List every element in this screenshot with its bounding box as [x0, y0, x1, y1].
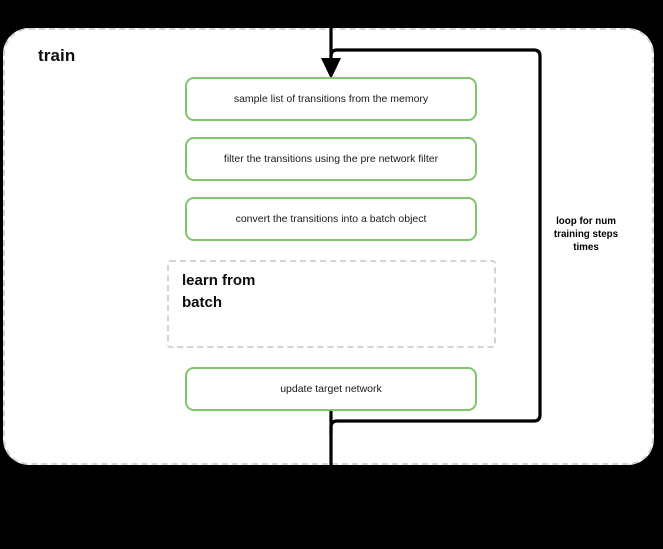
- step-label: sample list of transitions from the memo…: [233, 92, 429, 105]
- step-convert-to-batch[interactable]: convert the transitions into a batch obj…: [185, 197, 477, 241]
- step-sample-transitions[interactable]: sample list of transitions from the memo…: [185, 77, 477, 121]
- learn-from-batch-label: learn from batch: [182, 270, 302, 314]
- step-label: convert the transitions into a batch obj…: [235, 212, 427, 225]
- page-title: train: [38, 46, 76, 65]
- learn-from-batch-line1: learn from: [182, 272, 256, 289]
- step-update-target-network[interactable]: update target network: [185, 367, 477, 411]
- loop-label-line3: times: [573, 242, 599, 254]
- loop-label-line1: loop for num: [556, 216, 616, 227]
- step-label: update target network: [280, 382, 382, 395]
- step-label: filter the transitions using the pre net…: [223, 152, 439, 165]
- learn-from-batch-block[interactable]: learn from batch: [167, 260, 496, 348]
- loop-label-line2: training steps: [553, 229, 619, 241]
- learn-from-batch-line2: batch: [182, 293, 223, 311]
- step-filter-transitions[interactable]: filter the transitions using the pre net…: [185, 137, 477, 181]
- loop-annotation-label: loop for num training steps times: [546, 215, 626, 255]
